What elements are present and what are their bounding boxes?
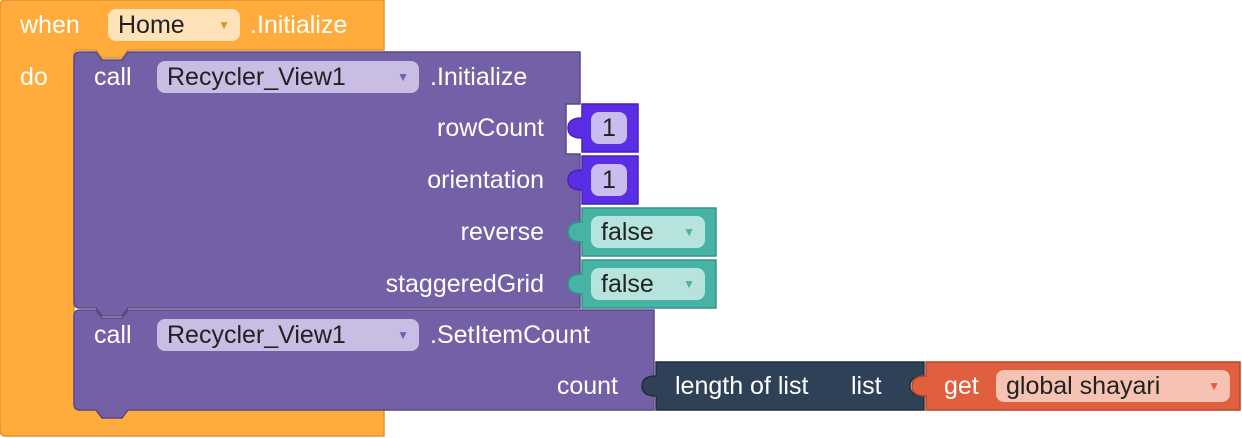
dropdown-arrow-icon: ▼ [397, 328, 409, 342]
reverse-boolean-dropdown[interactable]: false ▼ [591, 216, 705, 248]
do-label: do [20, 63, 48, 91]
rowcount-label: rowCount [437, 114, 544, 142]
initialize-component-dropdown[interactable]: Recycler_View1 ▼ [157, 61, 419, 93]
initialize-block-shape[interactable] [73, 51, 581, 317]
global-variable-value: global shayari [1006, 372, 1161, 400]
staggeredgrid-boolean-value: false [601, 270, 654, 298]
dropdown-arrow-icon: ▼ [397, 70, 409, 84]
rowcount-number-field[interactable]: 1 [591, 112, 627, 144]
initialize-component-value: Recycler_View1 [167, 63, 346, 91]
dropdown-arrow-icon: ▼ [683, 277, 695, 291]
reverse-label: reverse [460, 218, 544, 246]
length-of-list-block[interactable] [641, 361, 925, 411]
setitemcount-component-dropdown[interactable]: Recycler_View1 ▼ [157, 319, 419, 351]
setitemcount-component-value: Recycler_View1 [167, 321, 346, 349]
event-component-value: Home [118, 11, 185, 39]
length-of-list-label: length of list [675, 372, 809, 400]
dropdown-arrow-icon: ▼ [218, 18, 230, 32]
reverse-boolean-value: false [601, 218, 654, 246]
staggeredgrid-boolean-dropdown[interactable]: false ▼ [591, 268, 705, 300]
call-label: call [94, 321, 132, 349]
count-label: count [556, 372, 618, 400]
event-component-dropdown[interactable]: Home ▼ [108, 9, 240, 41]
get-label: get [944, 372, 979, 400]
global-variable-dropdown[interactable]: global shayari ▼ [996, 370, 1230, 402]
orientation-label: orientation [427, 166, 544, 194]
staggeredgrid-label: staggeredGrid [385, 270, 544, 298]
setitemcount-method-label: .SetItemCount [430, 321, 590, 349]
when-label: when [20, 11, 80, 39]
list-socket-label: list [851, 372, 882, 400]
initialize-method-label: .Initialize [430, 63, 528, 91]
event-name-label: .Initialize [250, 11, 348, 39]
call-label: call [94, 63, 132, 91]
dropdown-arrow-icon: ▼ [1208, 379, 1220, 393]
orientation-number-field[interactable]: 1 [591, 164, 627, 196]
dropdown-arrow-icon: ▼ [683, 225, 695, 239]
